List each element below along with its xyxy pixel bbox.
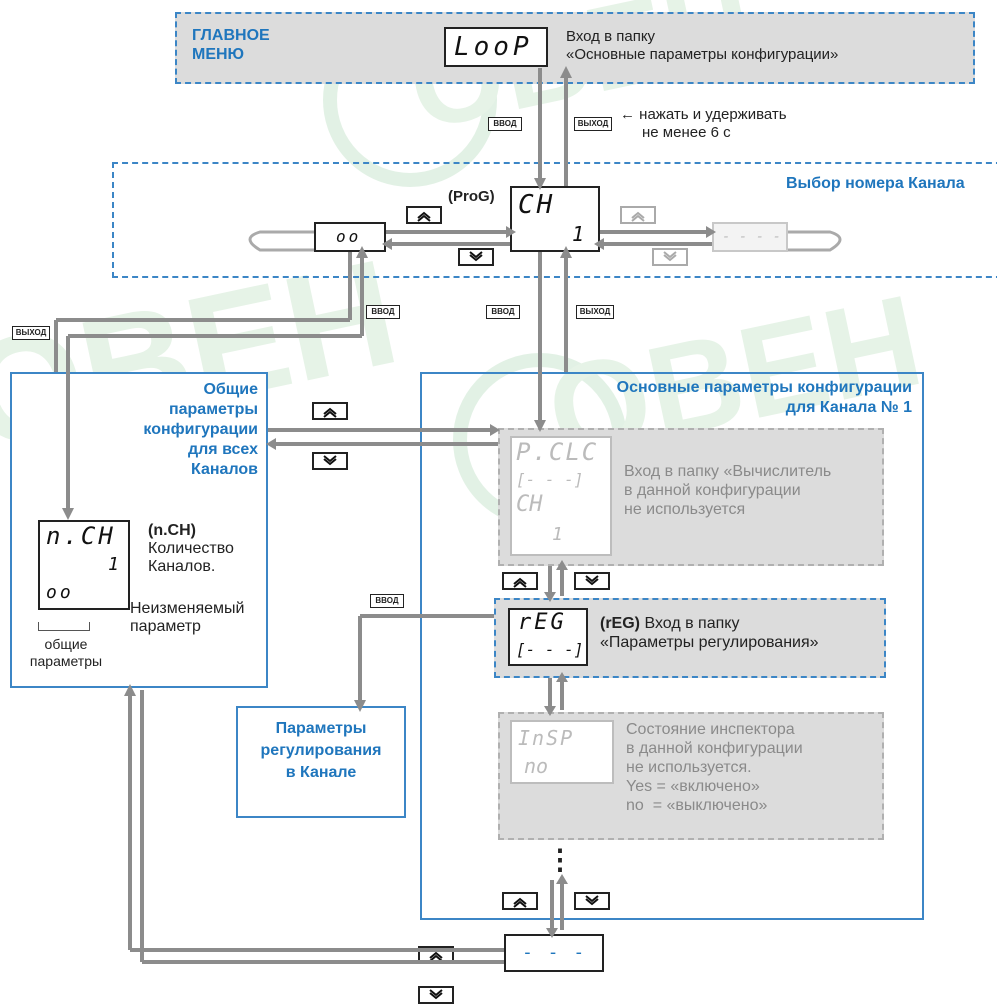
- up-button-grey[interactable]: [620, 206, 656, 224]
- channel-left-display: oo: [314, 222, 386, 252]
- down-button[interactable]: [458, 248, 494, 266]
- common-params-title: Общие параметры конфигурации для всех Ка…: [143, 381, 258, 478]
- inspector-description: Состояние инспектора в данной конфигурац…: [626, 721, 803, 814]
- down-button[interactable]: [418, 986, 454, 1004]
- enter-key[interactable]: ВВОД: [366, 305, 400, 319]
- reg-description: (rEG) Вход в папку «Параметры регулирова…: [600, 615, 819, 651]
- up-button[interactable]: [502, 572, 538, 590]
- main-menu-title: ГЛАВНОЕ МЕНЮ: [192, 27, 270, 63]
- channel-select-panel: [112, 162, 997, 278]
- nch-note: Неизменяемый параметр: [130, 600, 245, 635]
- main-menu-display: LooP: [444, 27, 548, 67]
- reg-display: rEG [- - -]: [508, 608, 588, 666]
- channel-select-title: Выбор номера Канала: [786, 175, 965, 192]
- bottom-display: - - -: [504, 934, 604, 972]
- up-button[interactable]: [406, 206, 442, 224]
- channel-params-panel: [420, 372, 924, 920]
- main-menu-panel: [175, 12, 975, 84]
- inspector-display: InSP no: [510, 720, 614, 784]
- exit-key[interactable]: ВЫХОД: [12, 326, 50, 340]
- nch-display: n.CH 1 oo: [38, 520, 130, 610]
- down-button[interactable]: [312, 452, 348, 470]
- down-button[interactable]: [574, 572, 610, 590]
- calc-description: Вход в папку «Вычислитель в данной конфи…: [624, 463, 832, 518]
- calc-display: P.CLC [- - -] CH 1: [510, 436, 612, 556]
- up-button[interactable]: [312, 402, 348, 420]
- exit-key[interactable]: ВЫХОД: [576, 305, 614, 319]
- ellipsis: ⋮: [546, 844, 574, 875]
- up-button[interactable]: [502, 892, 538, 910]
- down-button-grey[interactable]: [652, 248, 688, 266]
- channel-params-title: Основные параметры конфигурации для Кана…: [616, 379, 912, 416]
- prog-label: (ProG): [448, 188, 495, 205]
- enter-key[interactable]: ВВОД: [486, 305, 520, 319]
- down-button[interactable]: [574, 892, 610, 910]
- channel-display: CH 1: [510, 186, 600, 252]
- common-params-bracket: [38, 622, 90, 631]
- common-params-label: общие параметры: [29, 636, 103, 669]
- reg-params-panel: [236, 706, 406, 818]
- exit-hint: ← нажать и удерживать не менее 6 с: [620, 106, 787, 141]
- enter-key[interactable]: ВВОД: [488, 117, 522, 131]
- nch-description: (n.CH) Количество Каналов.: [148, 522, 234, 575]
- exit-key[interactable]: ВЫХОД: [574, 117, 612, 131]
- channel-right-display: - - - -: [712, 222, 788, 252]
- main-menu-description: Вход в папку «Основные параметры конфигу…: [566, 28, 839, 63]
- reg-params-title: Параметры регулирования в Канале: [260, 720, 382, 781]
- enter-key[interactable]: ВВОД: [370, 594, 404, 608]
